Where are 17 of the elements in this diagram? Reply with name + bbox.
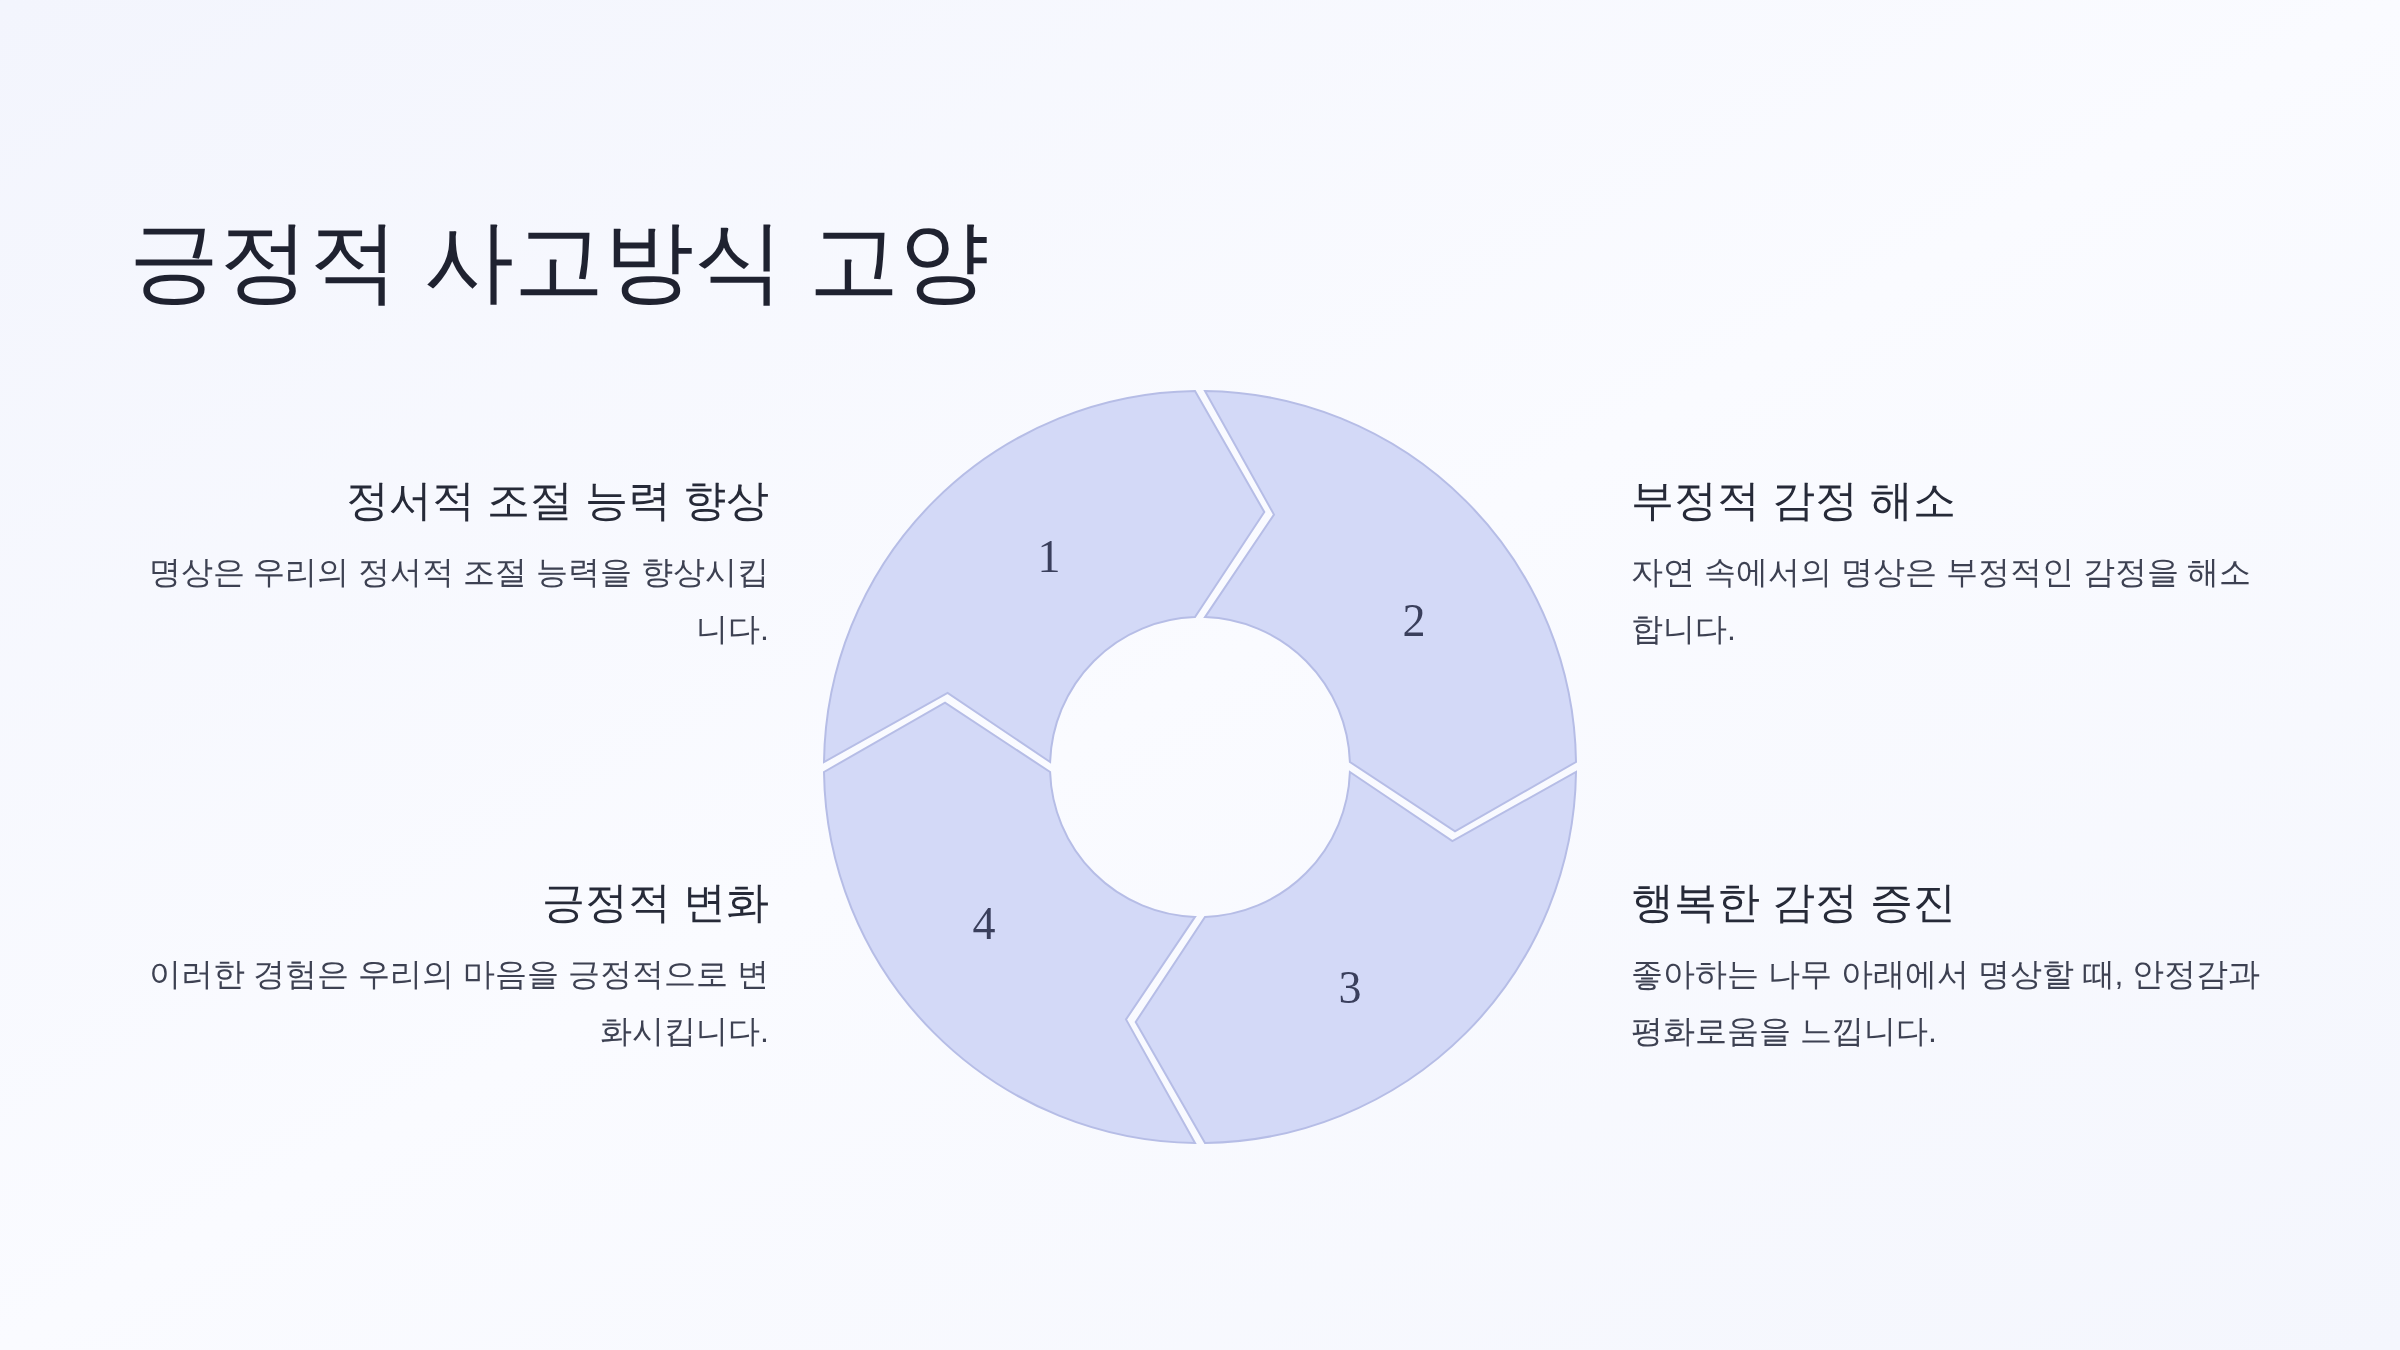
cycle-segment bbox=[823, 390, 1266, 763]
step-heading: 행복한 감정 증진 bbox=[1631, 877, 1957, 928]
step-description: 명상은 우리의 정서적 조절 능력을 향상시킵니다. bbox=[147, 553, 769, 650]
cycle-segment bbox=[1204, 390, 1577, 833]
step-number: 2 bbox=[1402, 593, 1426, 648]
step-number: 3 bbox=[1338, 960, 1362, 1015]
step-heading: 부정적 감정 해소 bbox=[1631, 475, 1957, 526]
step-description: 좋아하는 나무 아래에서 명상할 때, 안정감과 평화로움을 느낍니다. bbox=[1631, 955, 2262, 1052]
step-description: 이러한 경험은 우리의 마음을 긍정적으로 변화시킵니다. bbox=[147, 955, 769, 1052]
step-heading: 긍정적 변화 bbox=[541, 877, 769, 928]
step-number: 1 bbox=[1037, 529, 1061, 584]
cycle-segment bbox=[1134, 771, 1577, 1144]
step-number: 4 bbox=[972, 896, 996, 951]
cycle-segment bbox=[823, 701, 1196, 1144]
step-description: 자연 속에서의 명상은 부정적인 감정을 해소합니다. bbox=[1631, 553, 2253, 650]
title: 긍정적 사고방식 고양 bbox=[129, 210, 989, 313]
step-heading: 정서적 조절 능력 향상 bbox=[345, 475, 769, 526]
